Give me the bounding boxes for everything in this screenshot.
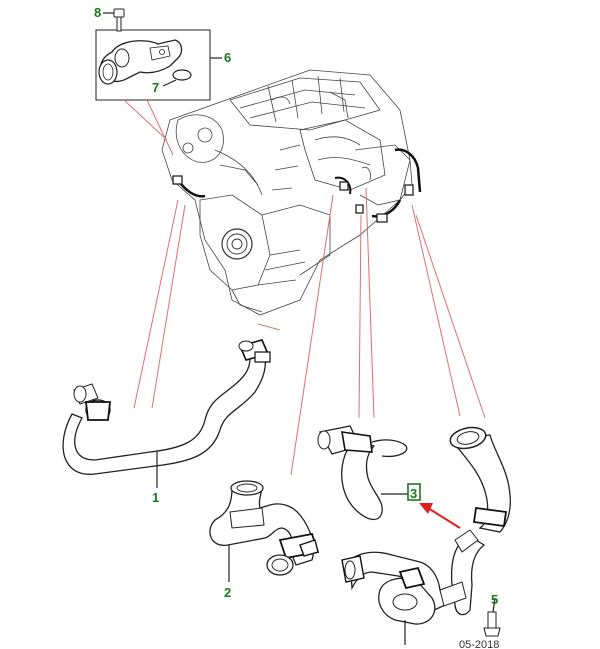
engine-assembly [161, 69, 422, 316]
callout-5: 5 [491, 592, 498, 607]
o-ring-seal [172, 69, 192, 81]
red-pointer-arrow [419, 503, 461, 529]
coolant-hose-4-assembly [341, 426, 512, 645]
bolt-5 [483, 597, 501, 637]
coolant-hose-2 [209, 480, 320, 582]
callout-1: 1 [152, 490, 159, 505]
callout-6: 6 [224, 50, 231, 65]
bolt-8 [103, 8, 125, 32]
coolant-hose-3 [317, 425, 408, 521]
coolant-outlet-housing [98, 39, 183, 85]
callout-8: 8 [94, 5, 101, 20]
callout-2: 2 [224, 585, 231, 600]
callout-3-highlight-box [407, 483, 421, 501]
inset-detail-box [95, 29, 222, 101]
callout-3: 3 [410, 486, 417, 501]
coolant-hose-1 [62, 339, 271, 488]
leader-lines [123, 99, 486, 476]
date-code: 05-2018 [459, 639, 499, 649]
callout-7: 7 [152, 80, 159, 95]
